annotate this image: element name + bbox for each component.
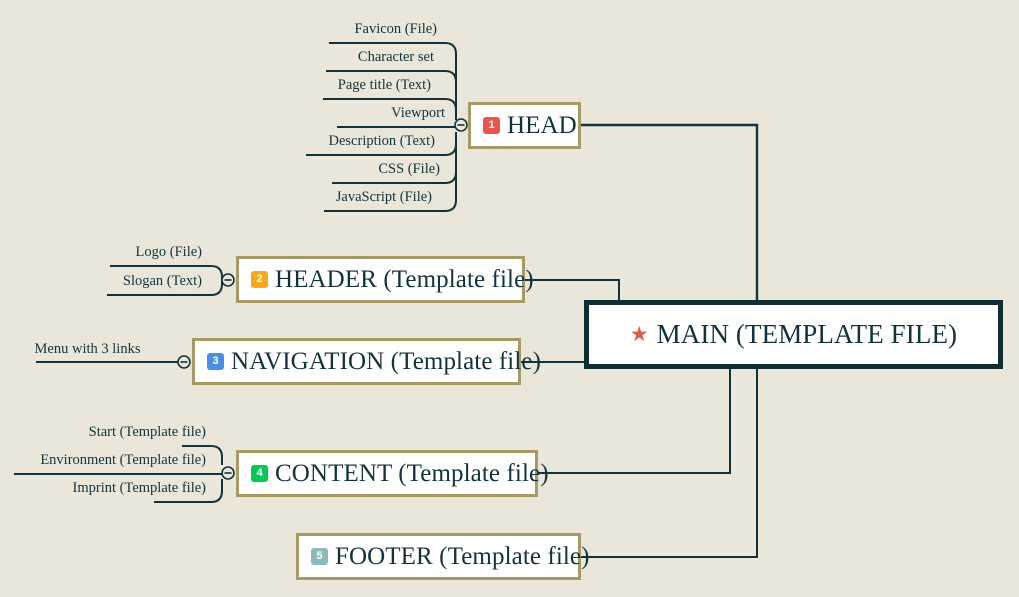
collapse-toggle-content[interactable] (221, 466, 235, 480)
node-content[interactable]: 4 CONTENT (Template file) (236, 450, 549, 497)
leaf-header-logo[interactable]: Logo (File) (135, 244, 202, 260)
node-header-label: HEADER (Template file) (275, 266, 534, 293)
collapse-toggle-navigation[interactable] (177, 355, 191, 369)
badge-4: 4 (251, 465, 268, 482)
node-footer-label: FOOTER (Template file) (335, 543, 590, 570)
badge-5: 5 (311, 548, 328, 565)
leaf-head-description[interactable]: Description (Text) (328, 133, 436, 149)
node-main-label: MAIN (TEMPLATE FILE) (656, 319, 958, 349)
collapse-toggle-header[interactable] (221, 273, 235, 287)
node-navigation-label: NAVIGATION (Template file) (231, 348, 542, 375)
leaf-head-javascript[interactable]: JavaScript (File) (335, 189, 432, 205)
badge-2: 2 (251, 271, 268, 288)
node-head[interactable]: 1 HEAD (468, 102, 581, 149)
node-navigation[interactable]: 3 NAVIGATION (Template file) (192, 338, 541, 385)
leaf-content-imprint[interactable]: Imprint (Template file) (72, 480, 206, 496)
leaf-content-start[interactable]: Start (Template file) (88, 424, 206, 440)
leaf-head-css[interactable]: CSS (File) (378, 161, 440, 177)
leaf-head-viewport[interactable]: Viewport (391, 105, 445, 121)
wire-content-to-root (538, 368, 731, 474)
node-main-root[interactable]: ★ MAIN (TEMPLATE FILE) (584, 300, 1003, 369)
leaf-header-slogan[interactable]: Slogan (Text) (122, 273, 202, 289)
leaf-navigation-menu[interactable]: Menu with 3 links (34, 341, 141, 357)
leaf-head-favicon[interactable]: Favicon (File) (354, 21, 437, 37)
node-content-label: CONTENT (Template file) (275, 460, 549, 487)
leaf-head-page-title[interactable]: Page title (Text) (337, 77, 431, 93)
node-footer[interactable]: 5 FOOTER (Template file) (296, 533, 589, 580)
badge-1: 1 (483, 117, 500, 134)
badge-3: 3 (207, 353, 224, 370)
wire-head-to-root (581, 123, 759, 301)
node-header[interactable]: 2 HEADER (Template file) (236, 256, 534, 303)
star-icon: ★ (629, 322, 649, 346)
wire-footer-to-root (581, 368, 758, 558)
leaf-content-environment[interactable]: Environment (Template file) (40, 452, 206, 468)
leaf-head-charset[interactable]: Character set (357, 49, 434, 65)
collapse-toggle-head[interactable] (454, 118, 468, 132)
node-head-label: HEAD (507, 112, 577, 139)
